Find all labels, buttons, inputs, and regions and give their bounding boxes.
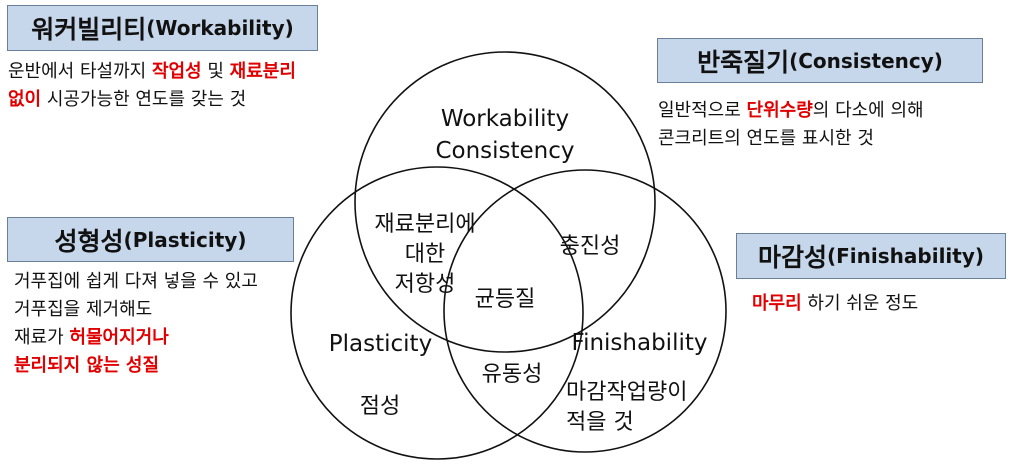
finishability-title-box: 마감성(Finishability) — [736, 233, 1006, 279]
venn-bottom-overlap: 유동성 — [481, 362, 543, 387]
venn-center: 균등질 — [474, 287, 536, 312]
consistency-title-box: 반죽질기(Consistency) — [657, 38, 983, 83]
circle-plasticity — [290, 166, 584, 460]
plasticity-description: 거푸집에 쉽게 다져 넣을 수 있고 거푸집을 제거해도 재료가 허물어지거나 … — [14, 271, 258, 376]
venn-left-sub: 점성 — [359, 394, 401, 419]
venn-left-label: Plasticity — [328, 331, 433, 357]
circle-workability — [354, 51, 656, 353]
workability-title-ko: 워커빌리티 — [31, 15, 147, 44]
finishability-title-en: (Finishability) — [827, 244, 985, 268]
finishability-title-ko: 마감성 — [757, 243, 827, 272]
venn-right-label: Finishability — [571, 330, 708, 356]
venn-right-sub: 마감작업량이 적을 것 — [566, 380, 688, 435]
circle-finishability — [443, 169, 727, 453]
finishability-description: 마무리 하기 쉬운 정도 — [752, 293, 919, 314]
venn-top-left-overlap: 재료분리에 대한 저항성 — [374, 212, 476, 297]
plasticity-title-box: 성형성(Plasticity) — [7, 217, 294, 262]
plasticity-title-ko: 성형성 — [54, 226, 124, 256]
workability-title-en: (Workability) — [146, 16, 294, 40]
workability-title-box: 워커빌리티(Workability) — [7, 5, 318, 51]
consistency-description: 일반적으로 단위수량의 다소에 의해 콘크리트의 연도를 표시한 것 — [658, 100, 924, 149]
venn-top-right-overlap: 충진성 — [559, 234, 621, 259]
consistency-title-en: (Consistency) — [789, 48, 943, 73]
workability-description: 운반에서 타설까지 작업성 및 재료분리 없이 시공가능한 연도를 갖는 것 — [8, 61, 296, 110]
plasticity-title-en: (Plasticity) — [123, 227, 247, 252]
venn-top-label: Workability Consistency — [435, 106, 575, 164]
consistency-title-ko: 반죽질기 — [697, 47, 790, 77]
